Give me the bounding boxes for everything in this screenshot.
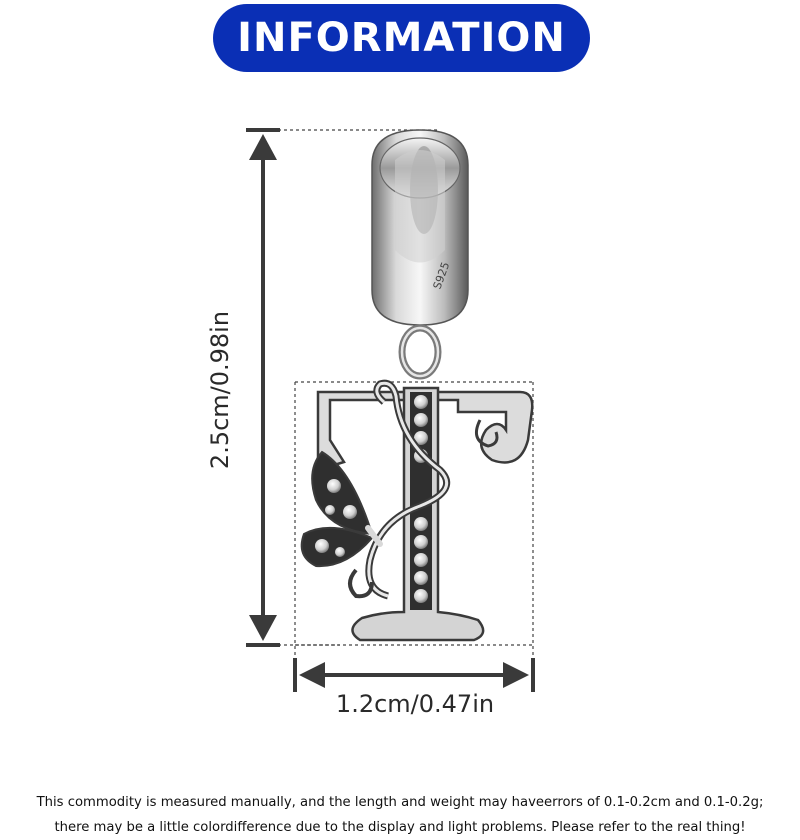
connector-loop (398, 324, 442, 380)
information-banner: INFORMATION (213, 4, 590, 72)
disclaimer-line-2: there may be a little colordifference du… (54, 820, 746, 835)
disclaimer-line-1: This commodity is measured manually, and… (36, 795, 764, 810)
width-dimension (293, 381, 535, 692)
height-measurement: 2.5cm/0.98in (206, 310, 234, 470)
charm-bead (371, 129, 469, 326)
banner-title: INFORMATION (237, 15, 566, 61)
letter-t-charm (316, 379, 534, 642)
disclaimer: This commodity is measured manually, and… (0, 790, 800, 840)
width-measurement: 1.2cm/0.47in (335, 690, 495, 718)
butterfly-icon (300, 450, 383, 568)
height-dimension (246, 128, 440, 647)
